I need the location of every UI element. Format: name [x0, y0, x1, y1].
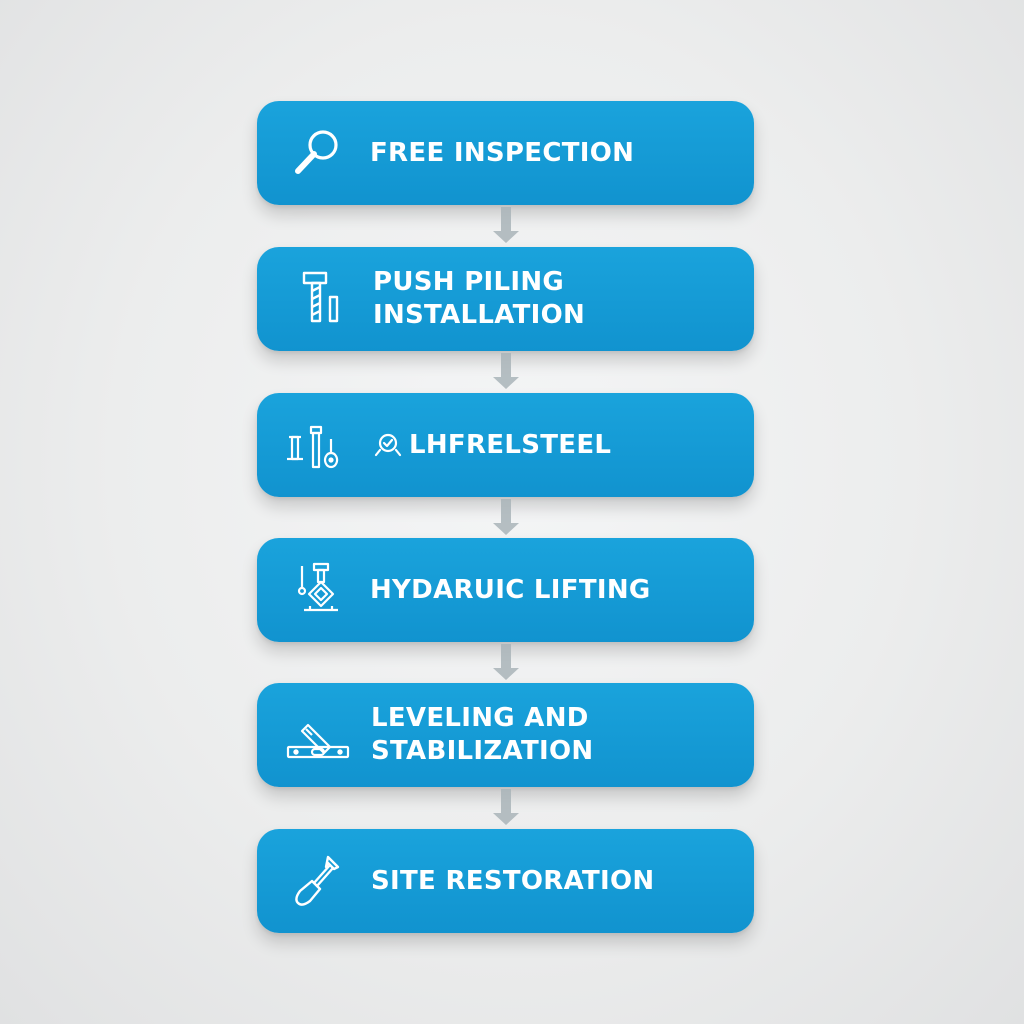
steel-tools-icon	[283, 393, 355, 497]
step-site-restoration: SITE RESTORATION	[257, 829, 754, 933]
step-free-inspection: FREE INSPECTION	[257, 101, 754, 205]
arrow-down-connector	[491, 499, 521, 539]
arrow-down-connector	[491, 644, 521, 684]
hydraulic-jack-icon	[285, 538, 351, 642]
step-label: PUSH PILING INSTALLATION	[373, 267, 586, 330]
step-hydraulic-lifting: HYDARUIC LIFTING	[257, 538, 754, 642]
step-label: SITE RESTORATION	[371, 865, 655, 896]
pile-driver-icon	[287, 247, 353, 351]
step-label: LEVELING AND STABILIZATION	[371, 703, 594, 766]
step-leveling-and-stabilization: LEVELING AND STABILIZATION	[257, 683, 754, 787]
step-push-piling-installation: PUSH PILING INSTALLATION	[257, 247, 754, 351]
step-lhfrelsteel: LHFRELSTEEL	[257, 393, 754, 497]
arrow-down-connector	[491, 353, 521, 393]
inspection-check-icon	[371, 393, 405, 497]
spirit-level-icon	[281, 683, 353, 787]
arrow-down-connector	[491, 789, 521, 829]
step-label: FREE INSPECTION	[370, 137, 635, 168]
shovel-icon	[285, 829, 351, 933]
magnifier-icon	[285, 101, 351, 205]
step-label: HYDARUIC LIFTING	[370, 574, 651, 605]
step-label: LHFRELSTEEL	[409, 429, 612, 460]
arrow-down-connector	[491, 207, 521, 247]
